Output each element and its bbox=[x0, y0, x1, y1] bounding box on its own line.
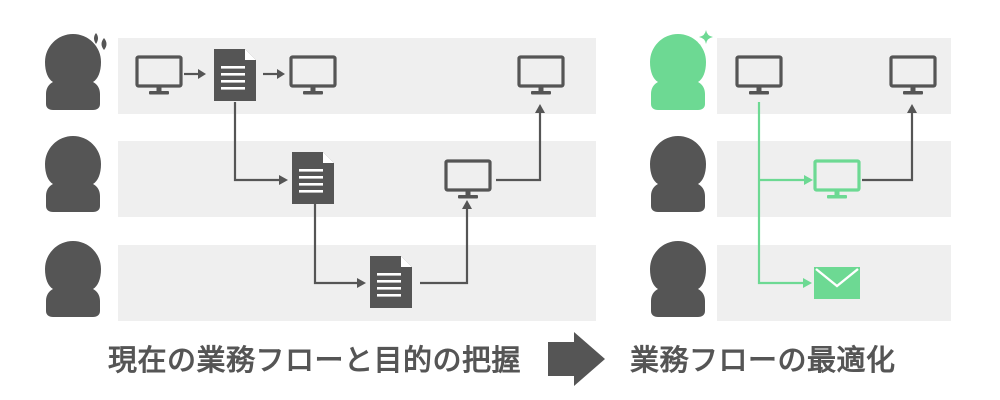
document-icon bbox=[292, 152, 334, 204]
arrowheads bbox=[198, 69, 545, 288]
lane-1 bbox=[717, 38, 951, 114]
flow-lines-accent bbox=[757, 102, 806, 285]
arrowhead bbox=[907, 104, 917, 113]
sweat-drops-icon bbox=[94, 33, 107, 50]
person-icon bbox=[650, 241, 706, 317]
lane-2 bbox=[717, 141, 951, 217]
lane-1 bbox=[118, 38, 596, 114]
mail-icon bbox=[812, 265, 862, 301]
document-icon bbox=[370, 256, 412, 308]
arrow-right-icon bbox=[548, 332, 605, 386]
document-icon bbox=[214, 49, 256, 101]
arrowheads-accent bbox=[803, 175, 813, 288]
caption-after: 業務フローの最適化 bbox=[630, 343, 896, 377]
person-icon bbox=[45, 136, 101, 212]
sparkle-icon bbox=[693, 30, 713, 49]
before-panel bbox=[45, 33, 596, 321]
flow-lines bbox=[862, 112, 914, 182]
caption-before: 現在の業務フローと目的の把握 bbox=[108, 343, 522, 377]
person-icon bbox=[45, 241, 101, 317]
flow-lines bbox=[184, 72, 542, 285]
person-icon bbox=[45, 34, 101, 110]
after-panel bbox=[650, 30, 951, 321]
person-icon bbox=[650, 136, 706, 212]
